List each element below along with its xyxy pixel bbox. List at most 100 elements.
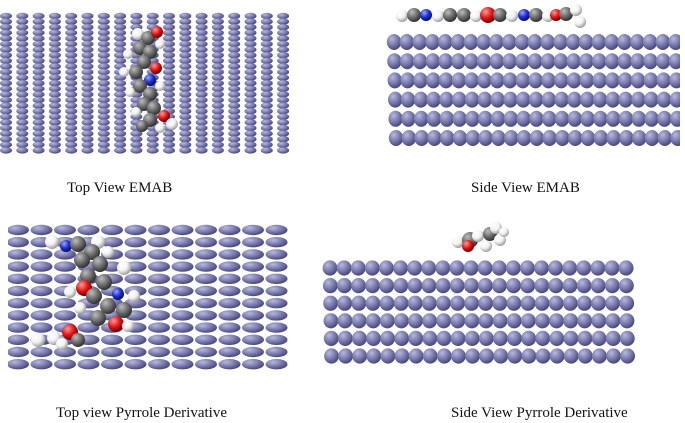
metal-atom [179, 40, 192, 48]
metal-atom [242, 249, 264, 260]
metal-atom [124, 359, 147, 370]
metal-atom [540, 34, 555, 50]
metal-atom [163, 57, 175, 64]
metal-atom [476, 34, 491, 50]
metal-atom [195, 130, 208, 137]
metal-atom [16, 85, 29, 93]
metal-atom [81, 85, 94, 93]
metal-atom [81, 96, 94, 104]
metal-atom [265, 237, 288, 248]
metal-atom [146, 130, 159, 137]
metal-atom [619, 330, 635, 346]
emab-c-atom [137, 55, 151, 69]
metal-atom [549, 348, 565, 364]
metal-atom [529, 110, 544, 127]
emab-c-atom [141, 31, 155, 45]
metal-atom [260, 136, 273, 143]
metal-atom [491, 260, 507, 276]
metal-atom [48, 52, 61, 59]
metal-atom [163, 102, 175, 109]
metal-atom [163, 136, 175, 143]
metal-atom [580, 130, 596, 146]
metal-atom [32, 68, 45, 76]
metal-atom [195, 63, 208, 70]
metal-atom [657, 110, 672, 127]
metal-atom [97, 108, 110, 115]
metal-atom [81, 12, 94, 20]
metal-atom [163, 52, 175, 59]
metal-atom [505, 260, 521, 276]
metal-atom [211, 91, 224, 98]
metal-atom [242, 310, 264, 321]
metal-atom [242, 334, 264, 345]
metal-atom [195, 346, 217, 358]
metal-atom [16, 63, 29, 70]
metal-atom [426, 91, 441, 108]
metal-atom [16, 113, 29, 121]
metal-atom [97, 96, 110, 104]
metal-atom [244, 12, 257, 20]
metal-atom [195, 249, 217, 260]
metal-atom [492, 295, 508, 311]
metal-atom [277, 147, 290, 154]
metal-atom [114, 102, 127, 109]
metal-atom [492, 278, 507, 294]
metal-atom [16, 96, 29, 104]
metal-atom [260, 80, 273, 87]
metal-atom [32, 96, 45, 104]
metal-atom [81, 130, 94, 137]
metal-atom [630, 34, 645, 50]
metal-atom [365, 313, 381, 329]
metal-atom [242, 359, 264, 370]
metal-atom [619, 130, 634, 146]
pyrrole-h-atom [45, 235, 59, 249]
metal-atom [0, 12, 12, 20]
metal-atom [228, 52, 241, 59]
metal-atom [436, 330, 452, 346]
metal-atom [277, 141, 290, 148]
metal-atom [590, 260, 606, 276]
metal-atom [566, 53, 581, 70]
metal-atom [520, 260, 535, 276]
metal-atom [463, 278, 479, 294]
metal-atom [393, 260, 408, 276]
metal-atom [631, 110, 646, 127]
emab-c-atom [493, 8, 507, 22]
metal-atom [30, 346, 53, 358]
metal-atom [527, 34, 542, 50]
metal-atom [260, 130, 273, 137]
metal-atom [542, 130, 557, 146]
metal-atom [211, 57, 224, 64]
metal-atom [528, 91, 544, 108]
metal-atom [114, 130, 127, 137]
metal-atom [277, 119, 290, 126]
metal-atom [65, 80, 78, 87]
metal-atom [265, 334, 288, 345]
metal-atom [171, 334, 194, 345]
metal-atom [450, 330, 466, 346]
metal-atom [97, 130, 110, 137]
metal-atom [277, 80, 290, 87]
metal-atom [48, 85, 61, 93]
metal-atom [218, 261, 241, 272]
metal-atom [322, 278, 338, 294]
metal-atom [195, 102, 208, 109]
metal-atom [438, 72, 454, 89]
metal-atom [670, 110, 680, 127]
metal-atom [54, 249, 76, 260]
metal-atom [8, 359, 29, 370]
metal-atom [260, 63, 273, 70]
emab-n-atom [144, 74, 156, 86]
metal-atom [114, 12, 127, 20]
metal-atom [124, 273, 147, 284]
metal-atom [464, 91, 480, 108]
metal-atom [244, 18, 257, 25]
metal-atom [8, 249, 29, 260]
metal-atom [244, 52, 257, 59]
metal-atom [438, 53, 453, 70]
metal-atom [520, 313, 536, 329]
metal-atom [567, 91, 582, 108]
metal-atom [16, 124, 29, 132]
metal-atom [48, 102, 61, 109]
metal-atom [211, 52, 224, 59]
